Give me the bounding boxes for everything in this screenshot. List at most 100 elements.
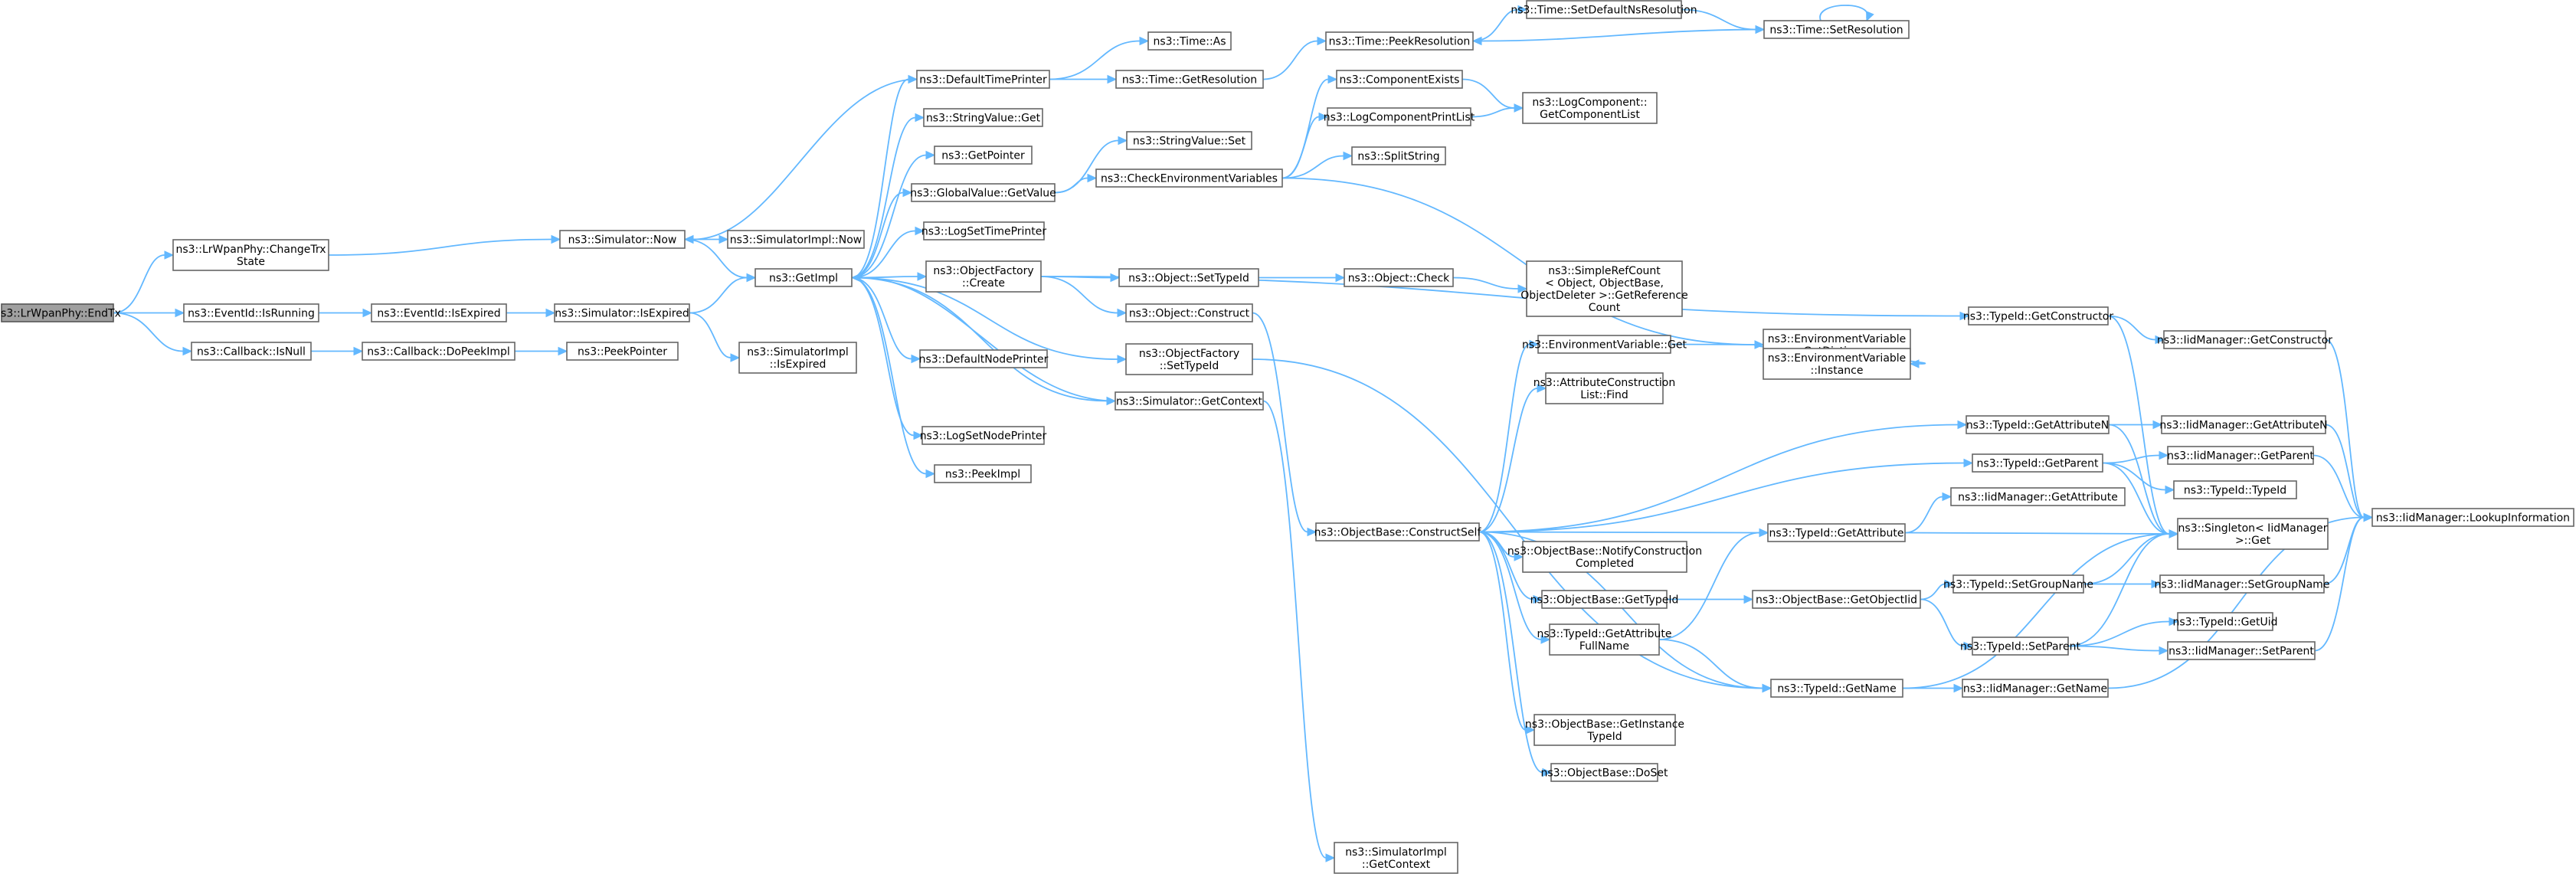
node-ns3-time-peekresolution[interactable]: ns3::Time::PeekResolution [1325, 31, 1474, 51]
node-ns3-eventid-isrunning[interactable]: ns3::EventId::IsRunning [183, 303, 319, 322]
node-box [1968, 306, 2109, 326]
edge-n15-n24 [1054, 173, 1098, 194]
node-ns3-logcomponent-getcomponentlist[interactable]: ns3::LogComponent::GetComponentList [1522, 92, 1658, 124]
node-ns3-typeid-getparent[interactable]: ns3::TypeId::GetParent [1972, 453, 2103, 473]
node-label: ns3::StringValue::Set [1133, 136, 1246, 148]
edge-arrowhead [1307, 527, 1317, 537]
node-ns3-environmentvariable-instance[interactable]: ns3::EnvironmentVariable::Instance [1763, 348, 1911, 380]
node-ns3-typeid-setparent[interactable]: ns3::TypeId::SetParent [1960, 636, 2080, 656]
node-ns3-iidmanager-getattribute[interactable]: ns3::IidManager::GetAttribute [1950, 487, 2126, 506]
node-ns3-objectbase-notifyconstructioncompleted[interactable]: ns3::ObjectBase::NotifyConstructionCompl… [1507, 541, 1702, 573]
node-ns3-objectfactory-settypeid[interactable]: ns3::ObjectFactory::SetTypeId [1125, 343, 1253, 375]
node-ns3-logcomponentprintlist[interactable]: ns3::LogComponentPrintList [1324, 107, 1475, 126]
edge-line [1478, 343, 1530, 533]
node-ns3-simplerefcount-object-objectbase-objectdeleter-getreferencecount[interactable]: ns3::SimpleRefCount< Object, ObjectBase,… [1520, 260, 1688, 317]
edge-line [1281, 155, 1344, 179]
node-ns3-objectbase-constructself[interactable]: ns3::ObjectBase::ConstructSelf [1314, 522, 1482, 542]
node-ns3-time-getresolution[interactable]: ns3::Time::GetResolution [1115, 70, 1264, 89]
node-ns3-simulator-isexpired[interactable]: ns3::Simulator::IsExpired [554, 303, 690, 322]
node-ns3-logsettimeprinter[interactable]: ns3::LogSetTimePrinter [921, 221, 1047, 241]
node-ns3-callback-isnull[interactable]: ns3::Callback::IsNull [191, 342, 312, 361]
node-ns3-peekpointer[interactable]: ns3::PeekPointer [566, 342, 679, 361]
node-ns3-typeid-typeid[interactable]: ns3::TypeId::TypeId [2173, 480, 2297, 499]
node-ns3-time-setresolution[interactable]: ns3::Time::SetResolution [1763, 20, 1910, 39]
node-ns3-peekimpl[interactable]: ns3::PeekImpl [934, 464, 1032, 483]
node-label: ns3::GetImpl [769, 273, 838, 285]
node-ns3-simulatorimpl-now[interactable]: ns3::SimulatorImpl::Now [727, 230, 865, 249]
edge-line [1478, 462, 1965, 533]
node-ns3-object-settypeid[interactable]: ns3::Object::SetTypeId [1118, 268, 1259, 287]
edge-n1-n4 [328, 234, 561, 256]
node-box [1126, 131, 1252, 150]
node-box [1526, 0, 1682, 19]
edge-arrowhead [1471, 36, 1482, 46]
node-ns3-iidmanager-setgroupname[interactable]: ns3::IidManager::SetGroupName [2155, 574, 2330, 594]
node-ns3-iidmanager-getconstructor[interactable]: ns3::IidManager::GetConstructor [2157, 330, 2332, 349]
node-ns3-eventid-isexpired[interactable]: ns3::EventId::IsExpired [371, 303, 507, 322]
node-ns3-typeid-getname[interactable]: ns3::TypeId::GetName [1770, 679, 1903, 698]
node-ns3-getpointer[interactable]: ns3::GetPointer [934, 146, 1033, 165]
node-ns3-objectfactory-create[interactable]: ns3::ObjectFactory::Create [925, 260, 1042, 293]
node-ns3-typeid-getuid[interactable]: ns3::TypeId::GetUid [2172, 612, 2278, 631]
node-box [1147, 31, 1232, 51]
node-ns3-globalvalue-getvalue[interactable]: ns3::GlobalValue::GetValue [910, 183, 1056, 202]
node-ns3-iidmanager-getname[interactable]: ns3::IidManager::GetName [1962, 679, 2109, 698]
node-ns3-typeid-getattribute[interactable]: ns3::TypeId::GetAttribute [1767, 523, 1906, 542]
node-box [911, 183, 1056, 202]
node-ns3-callback-dopeekimpl[interactable]: ns3::Callback::DoPeekImpl [362, 342, 516, 361]
node-ns3-logsetnodeprinter[interactable]: ns3::LogSetNodePrinter [920, 426, 1047, 445]
node-ns3-lrwpanphy-endtx[interactable]: ns3::LrWpanPhy::EndTx [0, 303, 121, 322]
node-box [1344, 268, 1454, 287]
node-label: ns3::ObjectBase::DoSet [1541, 767, 1668, 780]
node-ns3-iidmanager-getattributen[interactable]: ns3::IidManager::GetAttributeN [2159, 415, 2328, 434]
edge-line [1478, 531, 1527, 731]
node-ns3-iidmanager-setparent[interactable]: ns3::IidManager::SetParent [2167, 641, 2316, 660]
node-ns3-typeid-getconstructor[interactable]: ns3::TypeId::GetConstructor [1963, 306, 2113, 326]
edge-n61-n67 [2313, 454, 2374, 522]
node-ns3-checkenvironmentvariables[interactable]: ns3::CheckEnvironmentVariables [1095, 169, 1283, 188]
edge-arrowhead [1953, 683, 1964, 693]
edge-line [851, 277, 927, 475]
node-label: ns3::Time::PeekResolution [1329, 36, 1471, 48]
node-ns3-objectbase-doset[interactable]: ns3::ObjectBase::DoSet [1541, 763, 1668, 782]
edge-n10-n20 [851, 277, 936, 479]
node-label: ns3::ObjectFactory [933, 265, 1033, 277]
node-ns3-iidmanager-getparent[interactable]: ns3::IidManager::GetParent [2167, 446, 2314, 465]
node-ns3-simulator-now[interactable]: ns3::Simulator::Now [559, 230, 686, 249]
node-box [1533, 714, 1676, 746]
node-ns3-splitstring[interactable]: ns3::SplitString [1351, 146, 1446, 165]
node-ns3-time-setdefaultnsresolution[interactable]: ns3::Time::SetDefaultNsResolution [1511, 0, 1697, 19]
node-ns3-iidmanager-lookupinformation[interactable]: ns3::IidManager::LookupInformation [2371, 508, 2574, 527]
node-label: ns3::TypeId::SetParent [1960, 641, 2080, 653]
node-ns3-simulator-getcontext[interactable]: ns3::Simulator::GetContext [1115, 391, 1264, 411]
node-ns3-time-as[interactable]: ns3::Time::As [1147, 31, 1232, 51]
node-ns3-defaultnodeprinter[interactable]: ns3::DefaultNodePrinter [919, 349, 1049, 368]
node-ns3-simulatorimpl-isexpired[interactable]: ns3::SimulatorImpl::IsExpired [738, 342, 857, 374]
edge-line [2083, 533, 2170, 585]
node-label: ns3::EnvironmentVariable::Get [1522, 339, 1687, 352]
node-ns3-componentexists[interactable]: ns3::ComponentExists [1336, 70, 1463, 89]
node-ns3-getimpl[interactable]: ns3::GetImpl [754, 268, 853, 287]
node-ns3-environmentvariable-get[interactable]: ns3::EnvironmentVariable::Get [1522, 335, 1687, 354]
node-ns3-typeid-setgroupname[interactable]: ns3::TypeId::SetGroupName [1943, 574, 2093, 594]
node-ns3-defaulttimeprinter[interactable]: ns3::DefaultTimePrinter [916, 70, 1050, 89]
node-ns3-object-check[interactable]: ns3::Object::Check [1344, 268, 1454, 287]
node-ns3-stringvalue-get[interactable]: ns3::StringValue::Get [923, 108, 1043, 127]
node-ns3-typeid-getattributen[interactable]: ns3::TypeId::GetAttributeN [1966, 415, 2110, 434]
node-ns3-object-construct[interactable]: ns3::Object::Construct [1125, 303, 1253, 322]
node-box [554, 303, 690, 322]
edge-n10-n14 [851, 150, 936, 279]
node-ns3-simulatorimpl-getcontext[interactable]: ns3::SimulatorImpl::GetContext [1334, 842, 1458, 874]
edge-arrowhead [1542, 767, 1553, 777]
node-ns3-objectbase-gettypeid[interactable]: ns3::ObjectBase::GetTypeId [1530, 590, 1679, 609]
node-ns3-singleton-iidmanager-get[interactable]: ns3::Singleton< IidManager>::Get [2177, 518, 2329, 550]
node-ns3-objectbase-getobjectiid[interactable]: ns3::ObjectBase::GetObjectIid [1752, 590, 1921, 609]
edge-line [1281, 177, 1756, 345]
edge-arrowhead [1963, 641, 1974, 651]
node-ns3-stringvalue-set[interactable]: ns3::StringValue::Set [1126, 131, 1252, 150]
edge-arrowhead [2151, 579, 2162, 589]
